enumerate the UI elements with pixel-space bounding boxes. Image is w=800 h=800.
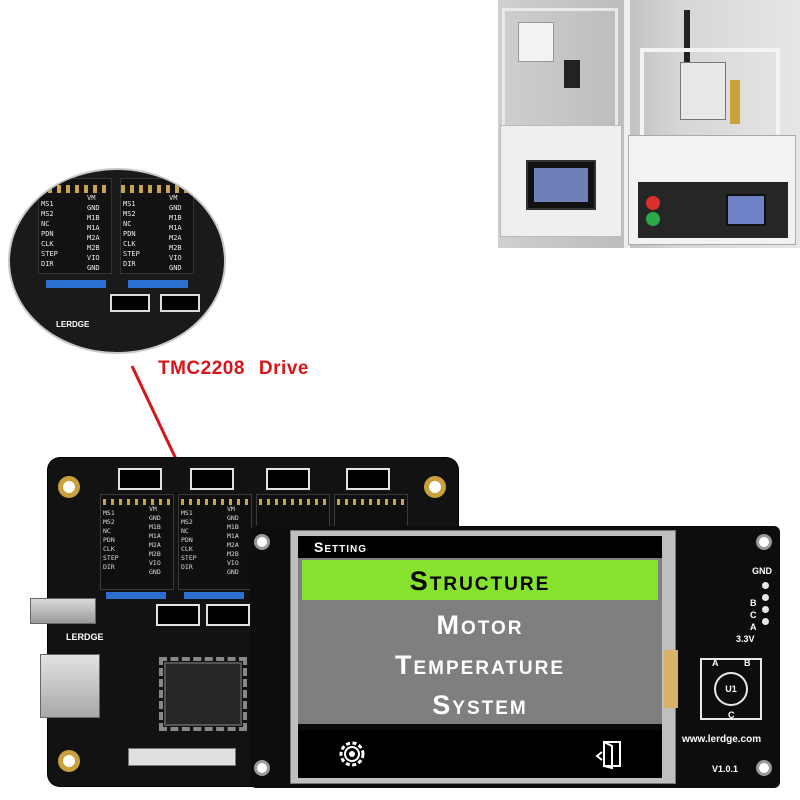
zoom-driver-left: MS1 MS2 NC PDN CLK STEP DIR VM GND M1B M… [38,178,112,274]
settings-menu: Structure Motor Temperature System [298,558,662,724]
lcd-flex-cable [664,650,678,708]
mount-hole [424,476,446,498]
menu-item-temperature[interactable]: Temperature [394,650,566,680]
machine-right-screen [726,194,766,226]
machine-right-frame [640,48,780,138]
usb-port [30,598,96,624]
board-brand-label: LERDGE [66,632,104,642]
website-label: www.lerdge.com [682,734,762,745]
menu-item-system[interactable]: System [432,690,528,720]
zoom-brand-label: LERDGE [56,320,90,329]
machine-red-button [646,196,660,210]
menu-item-structure[interactable]: Structure [302,560,658,600]
screen-footer [298,730,662,778]
pin-a-label: A [750,622,757,632]
pin-b-label: B [750,598,757,608]
menu-item-motor[interactable]: Motor [436,610,524,640]
pin-c-label: C [750,610,757,620]
machine-green-button [646,212,660,226]
mount-hole [58,750,80,772]
mount-hole [58,476,80,498]
product-photo [498,0,800,248]
machine-left-frame [502,8,618,126]
driver-zoom-circle: MS1 MS2 NC PDN CLK STEP DIR VM GND M1B M… [8,168,226,354]
sd-card-slot [40,654,100,718]
machine-left-screen [526,160,596,210]
zoom-driver-right: MS1 MS2 NC PDN CLK STEP DIR VM GND M1B M… [120,178,194,274]
board-driver-1: MS1 MS2 NC PDN CLK STEP DIR VM GND M1B M… [100,494,174,590]
version-label: V1.0.1 [712,764,739,774]
settings-gear-icon[interactable] [336,738,368,770]
encoder-footprint: A B U1 C [700,658,762,720]
screen-header: Setting [298,536,662,558]
lcd-screen: Setting Structure Motor Temperature Syst… [298,536,662,778]
pin-3v3-label: 3.3V [736,634,755,644]
ribbon-connector [128,748,236,766]
pin-gnd-label: GND [752,566,772,576]
mcu-chip [159,657,247,731]
board-driver-2: MS1 MS2 NC PDN CLK STEP DIR VM GND M1B M… [178,494,252,590]
back-exit-icon[interactable] [594,738,626,770]
